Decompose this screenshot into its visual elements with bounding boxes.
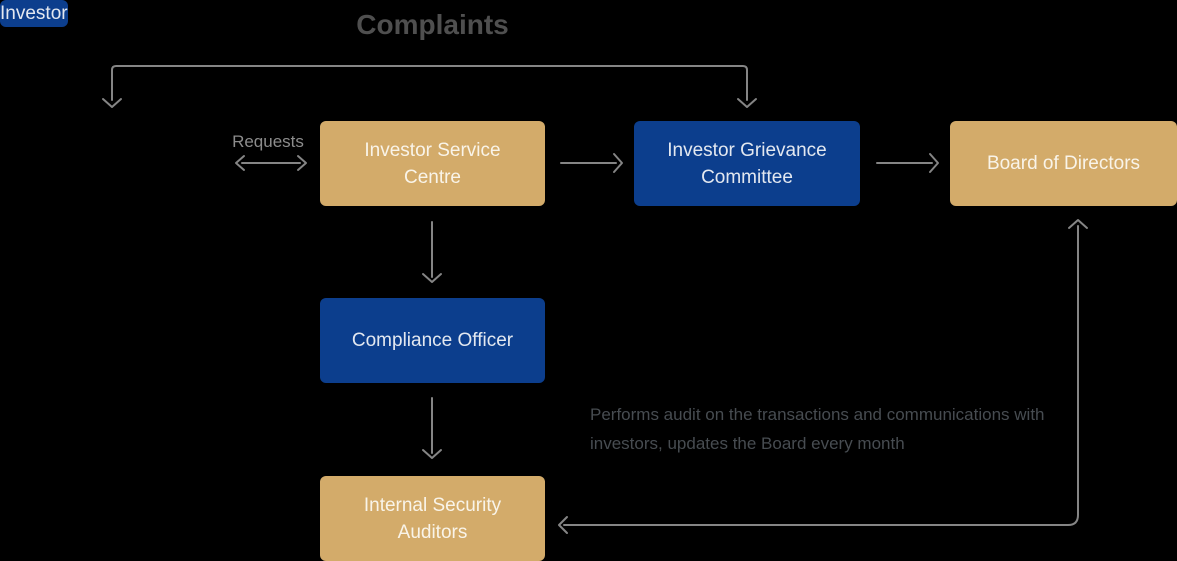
node-internal-security-auditors-label: Internal Security Auditors xyxy=(363,494,502,543)
node-investor-grievance-committee: Investor Grievance Committee xyxy=(634,121,860,206)
audit-note: Performs audit on the transactions and c… xyxy=(590,405,1045,453)
node-investor: Investor xyxy=(0,0,68,27)
diagram-title: Complaints xyxy=(356,9,509,40)
arrowhead-left-auditors xyxy=(558,516,568,534)
arrowhead-down-auditors xyxy=(422,449,442,459)
complaints-connector xyxy=(111,65,748,101)
node-board-of-directors-label: Board of Directors xyxy=(986,153,1141,174)
node-investor-grievance-committee-label: Investor Grievance Committee xyxy=(667,139,827,188)
node-investor-service-centre-label: Investor Service Centre xyxy=(364,139,501,188)
node-board-of-directors: Board of Directors xyxy=(950,121,1177,206)
node-compliance-officer-label: Compliance Officer xyxy=(351,330,514,351)
arrowhead-right-board xyxy=(929,153,939,173)
arrowhead-left-requests xyxy=(235,155,245,171)
node-investor-label: Investor xyxy=(0,3,68,24)
arrowhead-right-grievance xyxy=(613,153,623,173)
arrowhead-down-investor xyxy=(102,98,122,108)
arrowhead-right-requests xyxy=(297,155,307,171)
arrowhead-up-board xyxy=(1068,219,1088,229)
requests-label: Requests xyxy=(232,132,304,151)
node-investor-service-centre: Investor Service Centre xyxy=(320,121,545,206)
node-internal-security-auditors: Internal Security Auditors xyxy=(320,476,545,561)
arrowhead-down-compliance xyxy=(422,273,442,283)
arrowhead-down-grievance xyxy=(737,98,757,108)
auditors-board-connector xyxy=(563,225,1079,526)
node-compliance-officer: Compliance Officer xyxy=(320,298,545,383)
